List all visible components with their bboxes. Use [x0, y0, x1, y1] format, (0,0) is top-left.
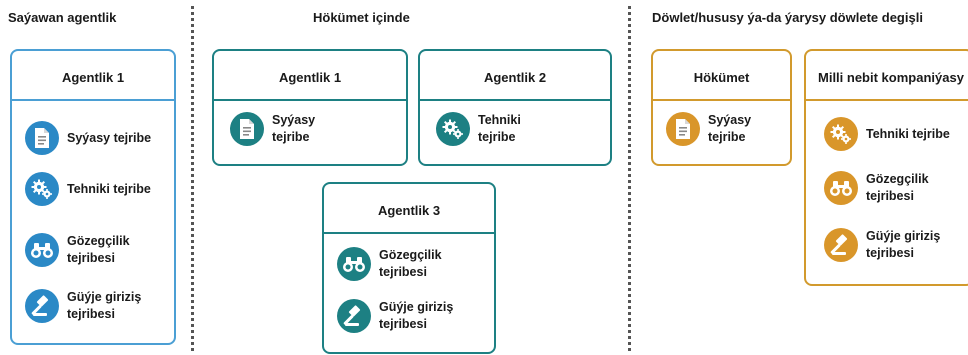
expertise-item: Tehniki tejribe	[824, 117, 950, 151]
item-label: Gözegçilik tejribesi	[67, 234, 130, 265]
agency-box: Agentlik 3 Gözegçilik tejribesi Güýje gi…	[322, 182, 496, 354]
box-title: Agentlik 1	[278, 70, 342, 85]
gears-icon-glyph	[442, 119, 463, 139]
box-title-divider	[420, 99, 610, 101]
gavel-icon-glyph	[830, 234, 848, 255]
box-title: Agentlik 1	[61, 70, 125, 85]
expertise-item: Syýasy tejribe	[25, 121, 151, 155]
expertise-item: Syýasy tejribe	[666, 112, 768, 146]
section-title-state-private: Döwlet/hususy ýa-da ýarysy döwlete degiş…	[652, 10, 923, 25]
expertise-item: Güýje giriziş tejribesi	[337, 299, 479, 333]
box-title: Milli nebit kompaniýasy	[818, 70, 964, 85]
government-box: Hökümet Syýasy tejribe	[651, 49, 792, 166]
gears-icon	[824, 117, 858, 151]
box-title: Agentlik 2	[483, 70, 547, 85]
box-title-divider	[653, 99, 790, 101]
expertise-item: Syýasy tejribe	[230, 112, 332, 146]
gavel-icon-glyph	[31, 295, 49, 316]
binoculars-icon-glyph	[830, 181, 852, 196]
gears-icon-glyph	[830, 124, 851, 144]
gavel-icon	[25, 289, 59, 323]
box-title-divider	[806, 99, 968, 101]
document-icon-glyph	[676, 119, 690, 139]
document-icon-glyph	[35, 128, 49, 148]
binoculars-icon	[824, 171, 858, 205]
item-label: Tehniki tejribe	[478, 113, 521, 144]
binoculars-icon	[337, 247, 371, 281]
agency-box: Agentlik 1 Syýasy tejribe Tehniki tejrib…	[10, 49, 176, 345]
agency-box: Agentlik 1 Syýasy tejribe	[212, 49, 408, 166]
expertise-item: Tehniki tejribe	[25, 172, 151, 206]
agency-box: Agentlik 2 Tehniki tejribe	[418, 49, 612, 166]
item-label: Güýje giriziş tejribesi	[67, 290, 142, 321]
gavel-icon	[824, 228, 858, 262]
expertise-item: Gözegçilik tejribesi	[25, 233, 167, 267]
gears-icon	[436, 112, 470, 146]
document-icon-glyph	[240, 119, 254, 139]
gavel-icon-glyph	[343, 305, 361, 326]
section-title-shared-agency: Saýawan agentlik	[8, 10, 117, 25]
box-title-divider	[214, 99, 406, 101]
gavel-icon	[337, 299, 371, 333]
box-title-divider	[324, 232, 494, 234]
item-label: Güýje giriziş tejribesi	[866, 229, 941, 260]
item-label: Tehniki tejribe	[866, 126, 950, 141]
binoculars-icon-glyph	[31, 243, 53, 258]
box-title-divider	[12, 99, 174, 101]
item-label: Gözegçilik tejribesi	[866, 172, 929, 203]
box-title: Hökümet	[693, 70, 750, 85]
document-icon	[666, 112, 700, 146]
binoculars-icon	[25, 233, 59, 267]
oil-company-box: Milli nebit kompaniýasy Tehniki tejribe …	[804, 49, 968, 286]
expertise-item: Tehniki tejribe	[436, 112, 538, 146]
gears-icon	[25, 172, 59, 206]
expertise-item: Gözegçilik tejribesi	[337, 247, 469, 281]
section-divider	[628, 6, 631, 351]
expertise-item: Gözegçilik tejribesi	[824, 171, 956, 205]
item-label: Syýasy tejribe	[67, 130, 152, 145]
item-label: Tehniki tejribe	[67, 181, 151, 196]
item-label: Güýje giriziş tejribesi	[379, 300, 454, 331]
document-icon	[230, 112, 264, 146]
gears-icon-glyph	[31, 179, 52, 199]
document-icon	[25, 121, 59, 155]
section-divider	[191, 6, 194, 351]
item-label: Gözegçilik tejribesi	[379, 248, 442, 279]
item-label: Syýasy tejribe	[272, 113, 316, 144]
binoculars-icon-glyph	[343, 257, 365, 272]
section-title-within-government: Hökümet içinde	[313, 10, 410, 25]
expertise-item: Güýje giriziş tejribesi	[824, 228, 966, 262]
expertise-item: Güýje giriziş tejribesi	[25, 289, 167, 323]
box-title: Agentlik 3	[377, 203, 441, 218]
item-label: Syýasy tejribe	[708, 113, 752, 144]
